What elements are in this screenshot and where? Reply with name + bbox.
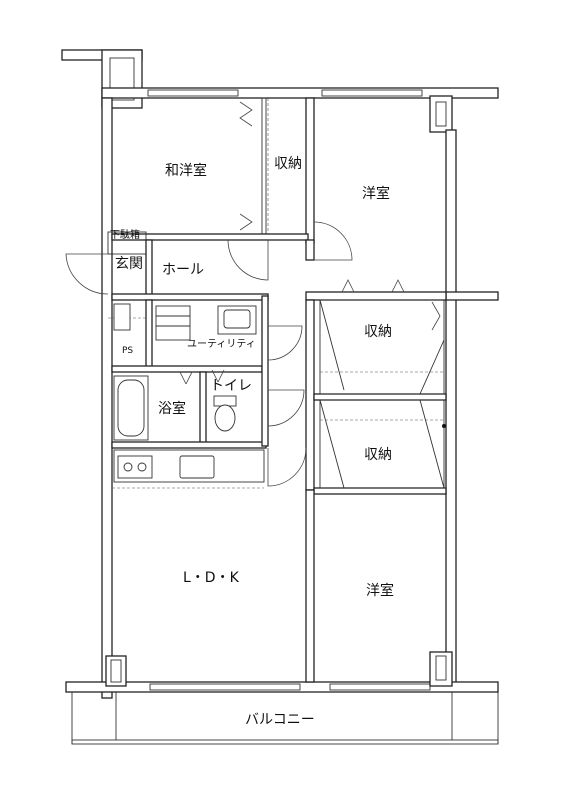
fixtures [112, 303, 265, 489]
room-label-entrance: 玄関 [115, 256, 143, 272]
room-label-western-room-top: 洋室 [362, 186, 390, 202]
room-label-utility: ユーティリティ [187, 339, 256, 350]
room-label-storage-mid1: 収納 [364, 324, 392, 340]
room-label-bathroom: 浴室 [158, 401, 186, 417]
room-label-storage-top: 収納 [274, 156, 302, 172]
closet-marks [108, 98, 446, 489]
outer-walls [61, 49, 499, 699]
room-label-ldk: L・D・K [183, 570, 239, 586]
room-label-shoe-cabinet: 下駄箱 [110, 230, 140, 241]
room-label-western-room-bottom: 洋室 [366, 583, 394, 599]
room-label-storage-mid2: 収納 [364, 447, 392, 463]
room-label-toilet: トイレ [210, 378, 252, 394]
room-label-ps: PS [122, 346, 134, 356]
room-label-balcony: バルコニー [245, 712, 315, 728]
interior-walls [71, 97, 499, 745]
doors [65, 101, 441, 487]
room-label-washitsu: 和洋室 [165, 163, 207, 179]
room-label-hall: ホール [162, 262, 204, 278]
